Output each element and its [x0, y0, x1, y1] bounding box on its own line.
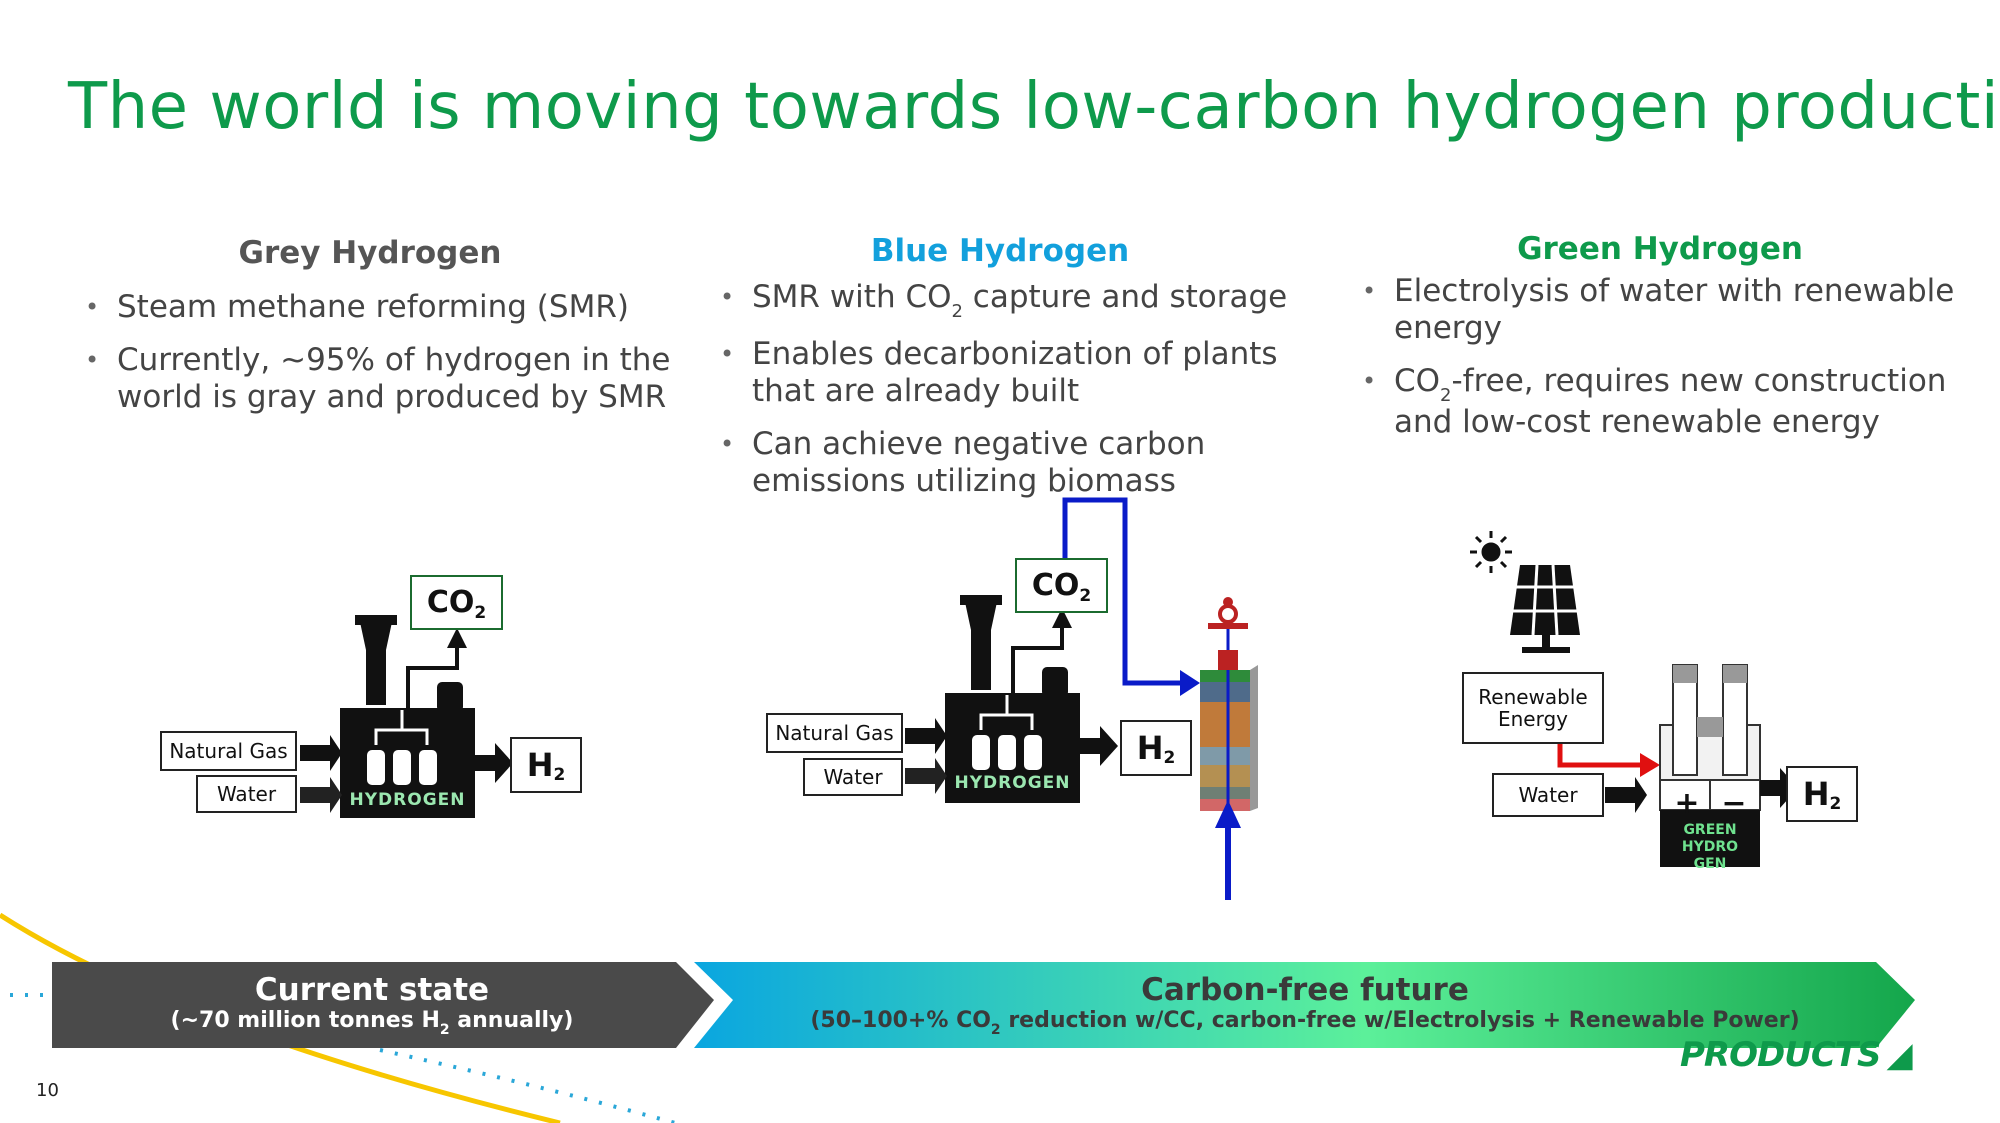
- bullet-text: capture and storage: [962, 279, 1288, 315]
- label-line: HYDRO: [1681, 839, 1739, 855]
- h2-text: H: [1802, 775, 1830, 813]
- bullet-text: CO: [1394, 363, 1441, 399]
- blue-hydrogen-heading: Blue Hydrogen: [870, 233, 1130, 269]
- blue-bullets: SMR with CO2 capture and storage Enables…: [710, 279, 1310, 516]
- grey-natural-gas-box: Natural Gas: [160, 731, 297, 771]
- grey-hydrogen-heading: Grey Hydrogen: [238, 235, 502, 271]
- blue-bullet-3: Can achieve negative carbon emissions ut…: [710, 426, 1310, 500]
- h2-text: H: [1136, 729, 1164, 767]
- grey-bullets: Steam methane reforming (SMR) Currently,…: [75, 289, 695, 432]
- grey-water-box: Water: [196, 775, 297, 813]
- factory-icon: [945, 595, 1080, 803]
- green-bullet-1: Electrolysis of water with renewable ene…: [1352, 273, 1972, 347]
- grey-plant-label: HYDROGEN: [349, 790, 466, 810]
- grey-bullet-1: Steam methane reforming (SMR): [75, 289, 695, 326]
- logo-text: PRODUCTS: [1680, 1035, 1881, 1075]
- air-products-logo: PRODUCTS◢: [1680, 1035, 1913, 1075]
- grey-plant-diagram: [300, 615, 513, 818]
- grey-bullet-2: Currently, ~95% of hydrogen in the world…: [75, 342, 695, 416]
- geological-storage-icon: [1200, 597, 1258, 811]
- green-water-box: Water: [1492, 773, 1604, 817]
- green-hydrogen-heading: Green Hydrogen: [1517, 231, 1803, 267]
- subscript: 2: [951, 301, 963, 322]
- minus-sign: −: [1721, 786, 1747, 821]
- blue-bullet-2: Enables decarbonization of plants that a…: [710, 336, 1310, 410]
- green-plant-label: GREEN HYDRO GEN: [1660, 822, 1760, 873]
- label-line: GREEN: [1683, 822, 1737, 838]
- subscript: 2: [990, 1022, 1001, 1038]
- blue-plant-label: HYDROGEN: [954, 773, 1071, 793]
- current-state-title: Current state: [254, 972, 490, 1008]
- solar-panel-icon: [1510, 564, 1580, 653]
- co2-text: CO: [426, 584, 475, 620]
- banner-text: (~70 million tonnes H: [170, 1008, 440, 1033]
- blue-bullet-1: SMR with CO2 capture and storage: [710, 279, 1310, 322]
- current-state-subtitle: (~70 million tonnes H2 annually): [52, 1008, 692, 1038]
- blue-water-box: Water: [803, 758, 903, 796]
- logo-mark-icon: ◢: [1886, 1035, 1912, 1075]
- sun-icon: [1470, 531, 1512, 573]
- subscript: 2: [1079, 585, 1092, 606]
- subscript: 2: [1829, 794, 1842, 814]
- h2-text: H: [526, 746, 554, 784]
- bullet-text: -free, requires new construction and low…: [1394, 363, 1947, 440]
- carbon-free-future-subtitle: (50–100+% CO2 reduction w/CC, carbon-fre…: [740, 1008, 1870, 1038]
- page-number: 10: [36, 1080, 59, 1101]
- page-title: The world is moving towards low-carbon h…: [68, 70, 2000, 144]
- subscript: 2: [474, 602, 487, 623]
- co2-text: CO: [1031, 567, 1080, 603]
- carbon-free-future-title: Carbon-free future: [1141, 972, 1469, 1008]
- plus-sign: +: [1674, 786, 1700, 821]
- carbon-free-future-label: Carbon-free future (50–100+% CO2 reducti…: [740, 972, 1870, 1038]
- subscript: 2: [1440, 385, 1452, 406]
- bottom-banner: [52, 962, 1915, 1048]
- subscript: 2: [553, 765, 566, 785]
- banner-text: reduction w/CC, carbon-free w/Electrolys…: [1000, 1008, 1800, 1033]
- banner-text: annually): [449, 1008, 574, 1033]
- blue-natural-gas-box: Natural Gas: [766, 713, 903, 753]
- renewable-energy-box: Renewable Energy: [1462, 672, 1604, 744]
- subscript: 2: [1163, 748, 1176, 768]
- blue-plant-diagram: [905, 497, 1258, 900]
- green-bullets: Electrolysis of water with renewable ene…: [1352, 273, 1972, 457]
- label-line: GEN: [1693, 856, 1727, 872]
- bullet-text: SMR with CO: [752, 279, 952, 315]
- green-bullet-2: CO2-free, requires new construction and …: [1352, 363, 1972, 441]
- subscript: 2: [439, 1022, 450, 1038]
- green-plant-diagram: [1470, 531, 1798, 867]
- banner-text: (50–100+% CO: [810, 1008, 991, 1033]
- current-state-label: Current state (~70 million tonnes H2 ann…: [52, 972, 692, 1038]
